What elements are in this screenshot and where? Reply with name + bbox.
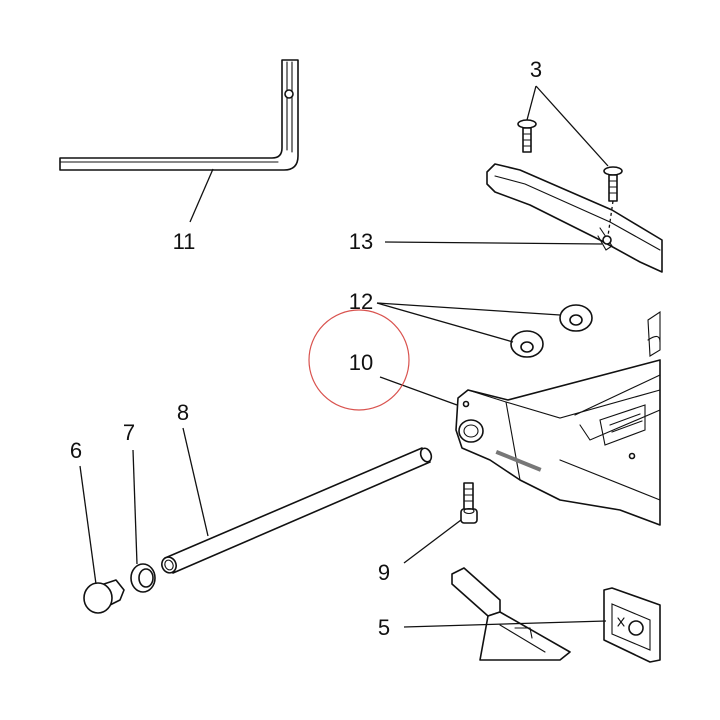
- part-3-screw-b: [603, 166, 623, 202]
- part-3-screw-a: [517, 119, 537, 153]
- part-13-bracket: [486, 163, 663, 273]
- part-12-washer-a: [559, 304, 593, 332]
- callout-10: 10: [348, 350, 374, 375]
- callout-8: 8: [176, 400, 190, 425]
- part-11-panel: [59, 59, 299, 171]
- callout-7: 7: [122, 420, 136, 445]
- callout-12: 12: [348, 289, 374, 314]
- part-10-swing-arm: [455, 310, 661, 526]
- highlight-circle: [308, 309, 410, 411]
- part-8-axle: [161, 447, 433, 574]
- callout-6: 6: [69, 438, 83, 463]
- part-5-lower-bracket: [451, 567, 661, 663]
- part-9-bolt: [460, 482, 478, 524]
- callout-3: 3: [529, 57, 543, 82]
- callout-5: 5: [377, 615, 391, 640]
- leader-lines: [79, 85, 609, 628]
- part-7-spacer-ring: [130, 563, 156, 593]
- part-12-washer-b: [510, 330, 544, 358]
- callout-11: 11: [172, 229, 196, 254]
- part-6-end-cap: [83, 579, 125, 614]
- callout-13: 13: [348, 229, 374, 254]
- callout-9: 9: [377, 560, 391, 585]
